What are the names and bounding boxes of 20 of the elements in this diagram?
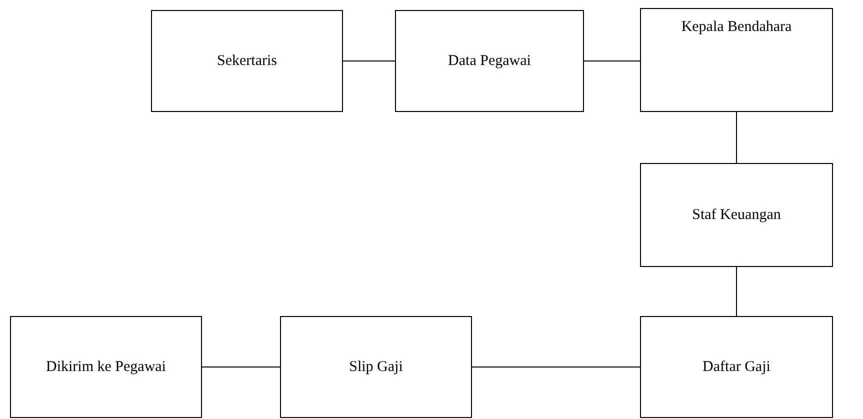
process-box bbox=[280, 316, 472, 418]
process-box bbox=[151, 10, 343, 112]
box-label: Data Pegawai bbox=[448, 52, 531, 70]
box-label: Daftar Gaji bbox=[702, 358, 770, 376]
connector-line bbox=[736, 112, 737, 164]
process-box bbox=[640, 8, 833, 112]
box-label: Sekertaris bbox=[217, 52, 277, 70]
connector-line bbox=[202, 366, 280, 368]
process-box bbox=[395, 10, 584, 112]
box-label: Staf Keuangan bbox=[692, 206, 781, 224]
box-label: Slip Gaji bbox=[349, 358, 403, 376]
process-box bbox=[10, 316, 202, 418]
process-box bbox=[640, 316, 833, 418]
connector-line bbox=[736, 266, 737, 316]
process-box bbox=[640, 163, 833, 267]
connector-line bbox=[472, 366, 640, 368]
box-label: Kepala Bendahara bbox=[681, 19, 792, 36]
box-label: Dikirim ke Pegawai bbox=[46, 358, 166, 376]
connector-line bbox=[584, 60, 640, 62]
connector-line bbox=[342, 60, 396, 62]
